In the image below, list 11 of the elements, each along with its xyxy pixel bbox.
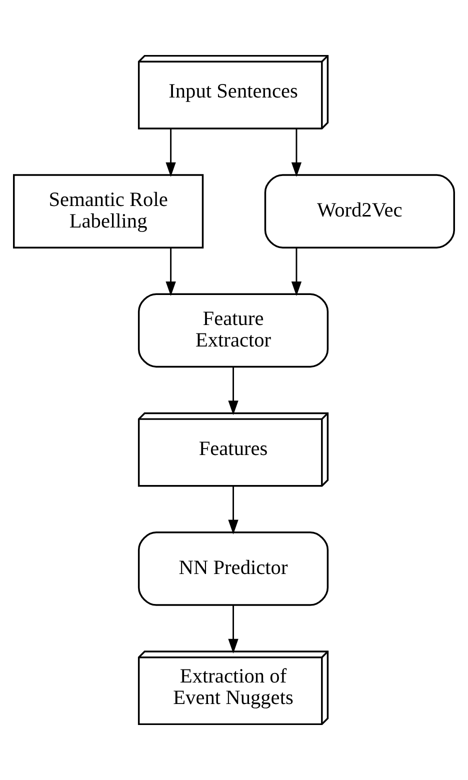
node-box: NN Predictor [138, 532, 329, 606]
node-box: Semantic Role Labelling [13, 174, 204, 248]
arrow [228, 366, 238, 416]
arrow [291, 128, 302, 177]
arrow [228, 486, 238, 534]
node-box: Word2Vec [264, 174, 455, 248]
node-box: Feature Extractor [138, 293, 329, 368]
arrow [291, 248, 302, 296]
arrow [166, 248, 176, 296]
arrow [166, 128, 176, 177]
arrow [228, 605, 238, 654]
